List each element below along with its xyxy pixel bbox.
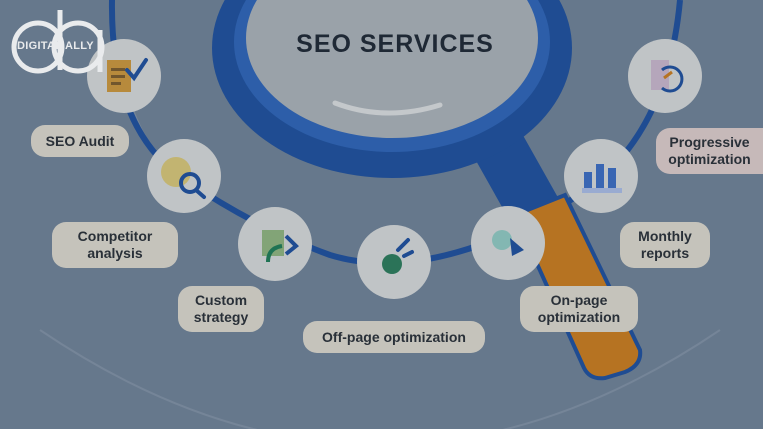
label-on-page-optimization: On-page optimization <box>520 286 638 332</box>
label-monthly-reports: Monthly reports <box>620 222 710 268</box>
bar-chart-icon <box>564 139 638 213</box>
brand-logo <box>11 10 105 74</box>
magnifier-lens <box>212 0 572 178</box>
label-off-page-optimization: Off-page optimization <box>303 321 485 353</box>
pin-cursor-icon <box>357 225 431 299</box>
label-progressive-optimization: Progressive optimization <box>656 128 763 174</box>
page-title: SEO SERVICES <box>296 30 494 58</box>
brand-name: DIGITAL ALLY <box>17 40 94 52</box>
label-seo-audit: SEO Audit <box>31 125 129 157</box>
label-competitor-analysis: Competitor analysis <box>52 222 178 268</box>
guide-arc <box>39 329 721 429</box>
audit-report-icon <box>87 39 161 113</box>
play-cursor-icon <box>471 206 545 280</box>
cycle-icon <box>628 39 702 113</box>
magnifier-analysis-icon <box>147 139 221 213</box>
label-custom-strategy: Custom strategy <box>178 286 264 332</box>
strategy-arrows-icon <box>238 207 312 281</box>
